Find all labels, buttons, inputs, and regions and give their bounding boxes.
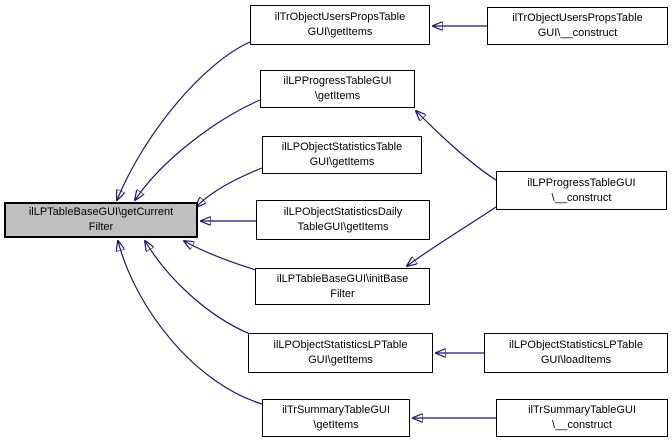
edge-initbasefilter-to-focus bbox=[184, 241, 257, 271]
node-illpprogresstablegui-getitems[interactable]: ilLPProgressTableGUI \getItems bbox=[260, 70, 415, 108]
node-illpprogresstablegui-construct[interactable]: ilLPProgressTableGUI \__construct bbox=[496, 171, 667, 210]
node-illptablebasegui-initbasefilter[interactable]: ilLPTableBaseGUI\initBase Filter bbox=[255, 268, 430, 305]
edge-objstats-getitems-to-focus bbox=[196, 167, 263, 207]
edge-objstats-lp-getitems-to-focus bbox=[145, 241, 251, 335]
node-illptablebasegui-getcurrentfilter: ilLPTableBaseGUI\getCurrent Filter bbox=[4, 202, 198, 238]
edge-progress-construct-to-getitems bbox=[416, 111, 497, 181]
edge-usersprops-getitems-to-focus bbox=[117, 41, 251, 200]
node-illpobjectstatisticslptablegui-getitems[interactable]: ilLPObjectStatisticsLPTable GUI\getItems bbox=[248, 333, 433, 373]
node-iltrobjectuserspropstablegui-getitems[interactable]: ilTrObjectUsersPropsTable GUI\getItems bbox=[250, 5, 430, 45]
node-illpobjectstatisticsdailytablegui-getitems[interactable]: ilLPObjectStatisticsDaily TableGUI\getIt… bbox=[256, 200, 430, 240]
edge-summary-getitems-to-focus bbox=[118, 241, 263, 405]
node-iltrsummarytablegui-getitems[interactable]: ilTrSummaryTableGUI \getItems bbox=[262, 399, 410, 437]
edge-progress-getitems-to-focus bbox=[135, 99, 261, 200]
node-iltrobjectuserspropstablegui-construct[interactable]: ilTrObjectUsersPropsTable GUI\__construc… bbox=[487, 7, 668, 45]
node-illpobjectstatisticslptablegui-loaditems[interactable]: ilLPObjectStatisticsLPTable GUI\loadItem… bbox=[484, 333, 668, 373]
node-iltrsummarytablegui-construct[interactable]: ilTrSummaryTableGUI \__construct bbox=[496, 399, 668, 437]
node-illpobjectstatisticstablegui-getitems[interactable]: ilLPObjectStatisticsTable GUI\getItems bbox=[262, 136, 422, 174]
edge-progress-construct-to-initbasefilter bbox=[407, 206, 497, 266]
